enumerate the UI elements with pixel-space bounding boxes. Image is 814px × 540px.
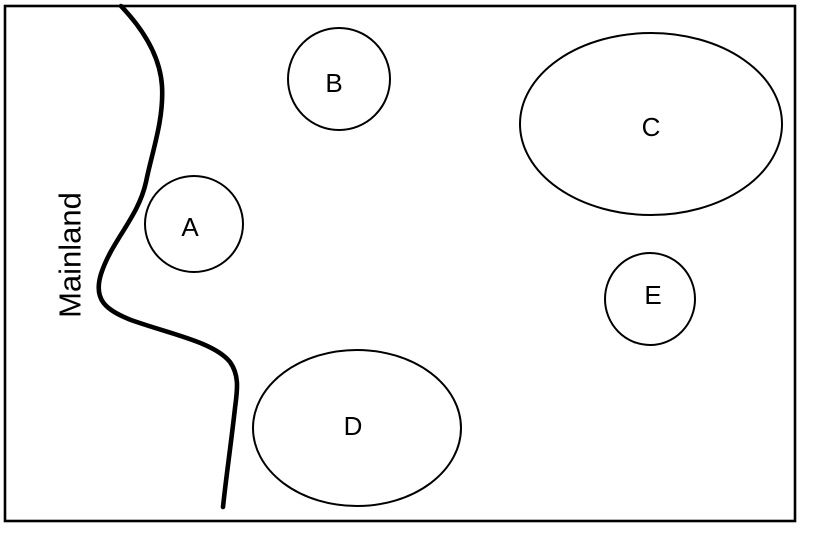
mainland-label: Mainland <box>53 192 88 318</box>
island-label-b: B <box>325 68 342 98</box>
island-shape-b[interactable] <box>287 27 391 131</box>
island-shape-a[interactable] <box>144 175 244 273</box>
mainland-coastline <box>96 3 240 510</box>
island-label-a: A <box>181 212 199 242</box>
islands-group: A B C D E <box>144 27 783 507</box>
island-shape-c[interactable] <box>519 32 783 216</box>
island-label-d: D <box>344 411 363 441</box>
island-shape-d[interactable] <box>252 349 462 507</box>
island-label-c: C <box>642 112 661 142</box>
island-shape-e[interactable] <box>604 252 696 346</box>
island-label-e: E <box>644 280 661 310</box>
